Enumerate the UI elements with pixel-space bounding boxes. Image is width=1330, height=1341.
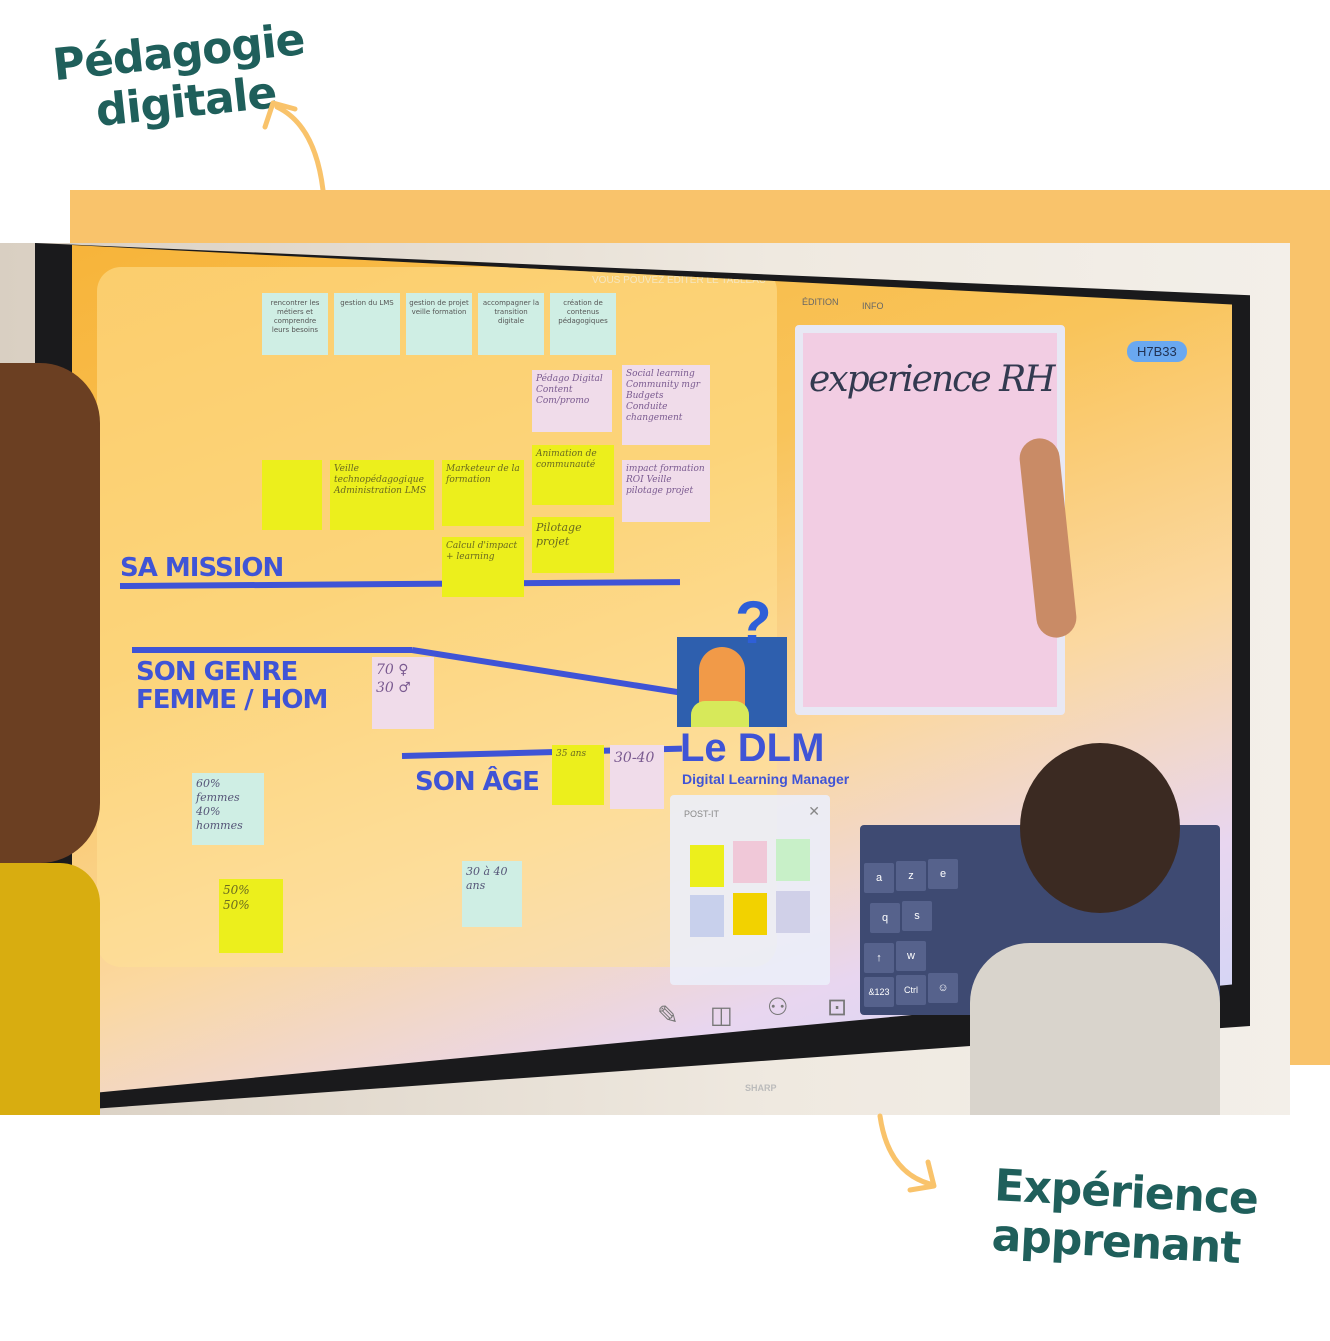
- sticky-note[interactable]: Calcul d'impact + learning: [442, 537, 524, 597]
- color-swatch[interactable]: [690, 895, 724, 937]
- sticky-note[interactable]: accompagner la transition digitale: [478, 293, 544, 355]
- question-mark-icon: ?: [735, 589, 772, 656]
- photo: VOUS POUVEZ EDITER LE TABLEAU ÉDITION IN…: [0, 243, 1290, 1115]
- label-gender-2: FEMME / HOM: [136, 685, 328, 715]
- label-gender: SON GENRE: [136, 657, 298, 687]
- person-writing: [960, 436, 1240, 1115]
- sticky-note[interactable]: 30-40: [610, 745, 664, 809]
- key[interactable]: &123: [864, 977, 894, 1007]
- sticky-note[interactable]: impact formation ROI Veille pilotage pro…: [622, 460, 710, 522]
- close-icon[interactable]: ✕: [808, 803, 820, 819]
- headline-experience-apprenant: Expérience apprenant: [991, 1160, 1260, 1275]
- sticky-note[interactable]: 35 ans: [552, 745, 604, 805]
- gender-line: [132, 647, 412, 653]
- sticky-note[interactable]: Animation de communauté: [532, 445, 614, 505]
- accent-band-right: [1290, 190, 1330, 1065]
- postit-panel-title: POST-IT: [684, 809, 720, 819]
- sticky-note[interactable]: Pilotage projet: [532, 517, 614, 573]
- sticky-note[interactable]: gestion du LMS: [334, 293, 400, 355]
- color-swatch[interactable]: [776, 839, 810, 881]
- sticky-note[interactable]: Veille technopédagogique Administration …: [330, 460, 434, 530]
- dlm-subtitle: Digital Learning Manager: [682, 771, 850, 787]
- sticky-note-blank[interactable]: [262, 460, 322, 530]
- info-tab[interactable]: INFO: [862, 301, 884, 311]
- pen-icon[interactable]: ✎: [657, 1000, 679, 1030]
- sticky-note[interactable]: Social learning Community mgr Budgets Co…: [622, 365, 710, 445]
- color-swatch[interactable]: [733, 893, 767, 935]
- sticky-note[interactable]: gestion de projet veille formation: [406, 293, 472, 355]
- dlm-avatar-image: ?: [677, 593, 787, 727]
- accent-band-top: [70, 190, 1330, 243]
- briefcase-icon[interactable]: ⊡: [827, 994, 848, 1021]
- key[interactable]: ↑: [864, 943, 894, 973]
- key[interactable]: Ctrl: [896, 975, 926, 1005]
- key[interactable]: s: [902, 901, 932, 931]
- key[interactable]: e: [928, 859, 958, 889]
- label-age: SON ÂGE: [415, 767, 540, 797]
- users-icon[interactable]: ⚇: [767, 994, 789, 1021]
- curved-arrow-icon: [262, 100, 326, 193]
- dlm-title: Le DLM: [680, 726, 825, 770]
- postit-panel: POST-IT ✕: [670, 795, 830, 985]
- color-swatch[interactable]: [690, 845, 724, 887]
- sticky-note[interactable]: 30 à 40 ans: [462, 861, 522, 927]
- key[interactable]: w: [896, 941, 926, 971]
- sticky-note[interactable]: 70 ♀ 30 ♂: [372, 657, 434, 729]
- key[interactable]: q: [870, 903, 900, 933]
- key[interactable]: z: [896, 861, 926, 891]
- curved-arrow-icon: [877, 1113, 937, 1193]
- color-swatch[interactable]: [733, 841, 767, 883]
- sticky-note[interactable]: création de contenus pédagogiques: [550, 293, 616, 355]
- key[interactable]: ☺: [928, 973, 958, 1003]
- label-mission: SA MISSION: [120, 553, 284, 583]
- person-foreground-shirt: [0, 863, 100, 1115]
- color-swatch[interactable]: [776, 891, 810, 933]
- brand-logo: SHARP: [745, 1083, 777, 1093]
- key[interactable]: a: [864, 863, 894, 893]
- sticky-note[interactable]: rencontrer les métiers et comprendre leu…: [262, 293, 328, 355]
- sticky-note[interactable]: Pédago Digital Content Com/promo: [532, 370, 612, 432]
- edit-notice: VOUS POUVEZ EDITER LE TABLEAU: [592, 275, 767, 286]
- whiteboard-note[interactable]: experience RH: [795, 325, 1065, 715]
- whiteboard-text: experience RH: [809, 359, 1056, 400]
- person-foreground-hair: [0, 363, 100, 863]
- camera-icon[interactable]: ◫: [710, 1002, 733, 1029]
- sticky-note[interactable]: 50% 50%: [219, 879, 283, 953]
- sticky-note[interactable]: 60% femmes 40% hommes: [192, 773, 264, 845]
- sticky-note[interactable]: Marketeur de la formation: [442, 460, 524, 526]
- room-code-badge: H7B33: [1127, 341, 1187, 362]
- edition-tab[interactable]: ÉDITION: [802, 297, 839, 307]
